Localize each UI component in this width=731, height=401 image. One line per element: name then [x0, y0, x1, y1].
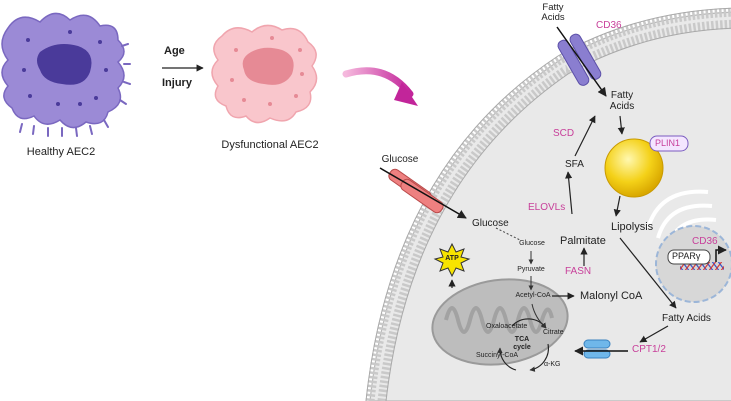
healthy-aec2-label: Healthy AEC2 — [26, 146, 96, 158]
acetyl-to-citrate-arrow — [531, 303, 547, 329]
sfa-label: SFA — [565, 159, 584, 170]
plin1-badge — [649, 135, 689, 152]
tca-cycle-label: TCA cycle — [513, 336, 531, 351]
transcription-arrow — [715, 245, 727, 262]
succinyl-coa-label: Succinyl-CoA — [476, 352, 519, 359]
glycolysis-glucose-label: Glucose — [519, 240, 545, 247]
cpt-transporter — [574, 339, 628, 359]
fatty-acids-extracellular-label: Fatty Acids — [541, 2, 565, 24]
pyruvate-label: Pyruvate — [517, 266, 545, 273]
glucose-dashed-link — [495, 227, 521, 241]
ppar-badge — [667, 249, 711, 265]
cause-injury-label: Injury — [162, 77, 192, 89]
healthy-aec2-cell — [1, 12, 131, 137]
malonyl-coa-label: Malonyl CoA — [580, 290, 643, 302]
glucose-intracellular-label: Glucose — [472, 218, 509, 229]
fasn-enzyme-label: FASN — [565, 266, 592, 277]
ppar-gamma-label: PPARγ — [672, 251, 701, 261]
lipolysis-label: Lipolysis — [611, 221, 654, 233]
alpha-kg-label: α-KG — [544, 361, 561, 368]
dysfunctional-aec2-label: Dysfunctional AEC2 — [221, 139, 319, 151]
citrate-label: Citrate — [543, 329, 564, 336]
fatty-acids-cytosol-label: Fatty Acids — [662, 313, 711, 324]
healthy-nucleus — [37, 44, 92, 85]
oxaloacetate-label: Oxaloacetate — [486, 323, 528, 330]
dysfunctional-aec2-cell — [211, 24, 318, 124]
elovls-enzyme-label: ELOVLs — [528, 202, 566, 213]
plin1-label: PLIN1 — [655, 138, 681, 148]
pathway-arrows — [448, 115, 677, 343]
dna-strand — [680, 262, 724, 270]
acetyl-coa-label: Acetyl-CoA — [515, 292, 551, 299]
scd-enzyme-label: SCD — [553, 128, 575, 139]
lipid-droplet — [604, 138, 664, 198]
cd36-transporter — [556, 26, 607, 97]
fatty-acids-intracellular-label: Fatty Acids — [609, 90, 635, 112]
cpt-enzyme-label: CPT1/2 — [632, 344, 666, 355]
cause-age-label: Age — [164, 45, 185, 57]
glucose-extracellular-label: Glucose — [381, 154, 419, 165]
mitochondrion — [431, 278, 569, 366]
dysfunctional-nucleus — [242, 47, 294, 85]
atp-burst — [433, 242, 471, 278]
cd36-membrane-label: CD36 — [596, 20, 622, 31]
atp-label: ATP — [445, 255, 459, 262]
glucose-transporter — [379, 167, 467, 219]
cd36-nuclear-label: CD36 — [692, 236, 718, 247]
palmitate-label: Palmitate — [560, 235, 606, 247]
zoom-arrow-head — [394, 82, 418, 106]
